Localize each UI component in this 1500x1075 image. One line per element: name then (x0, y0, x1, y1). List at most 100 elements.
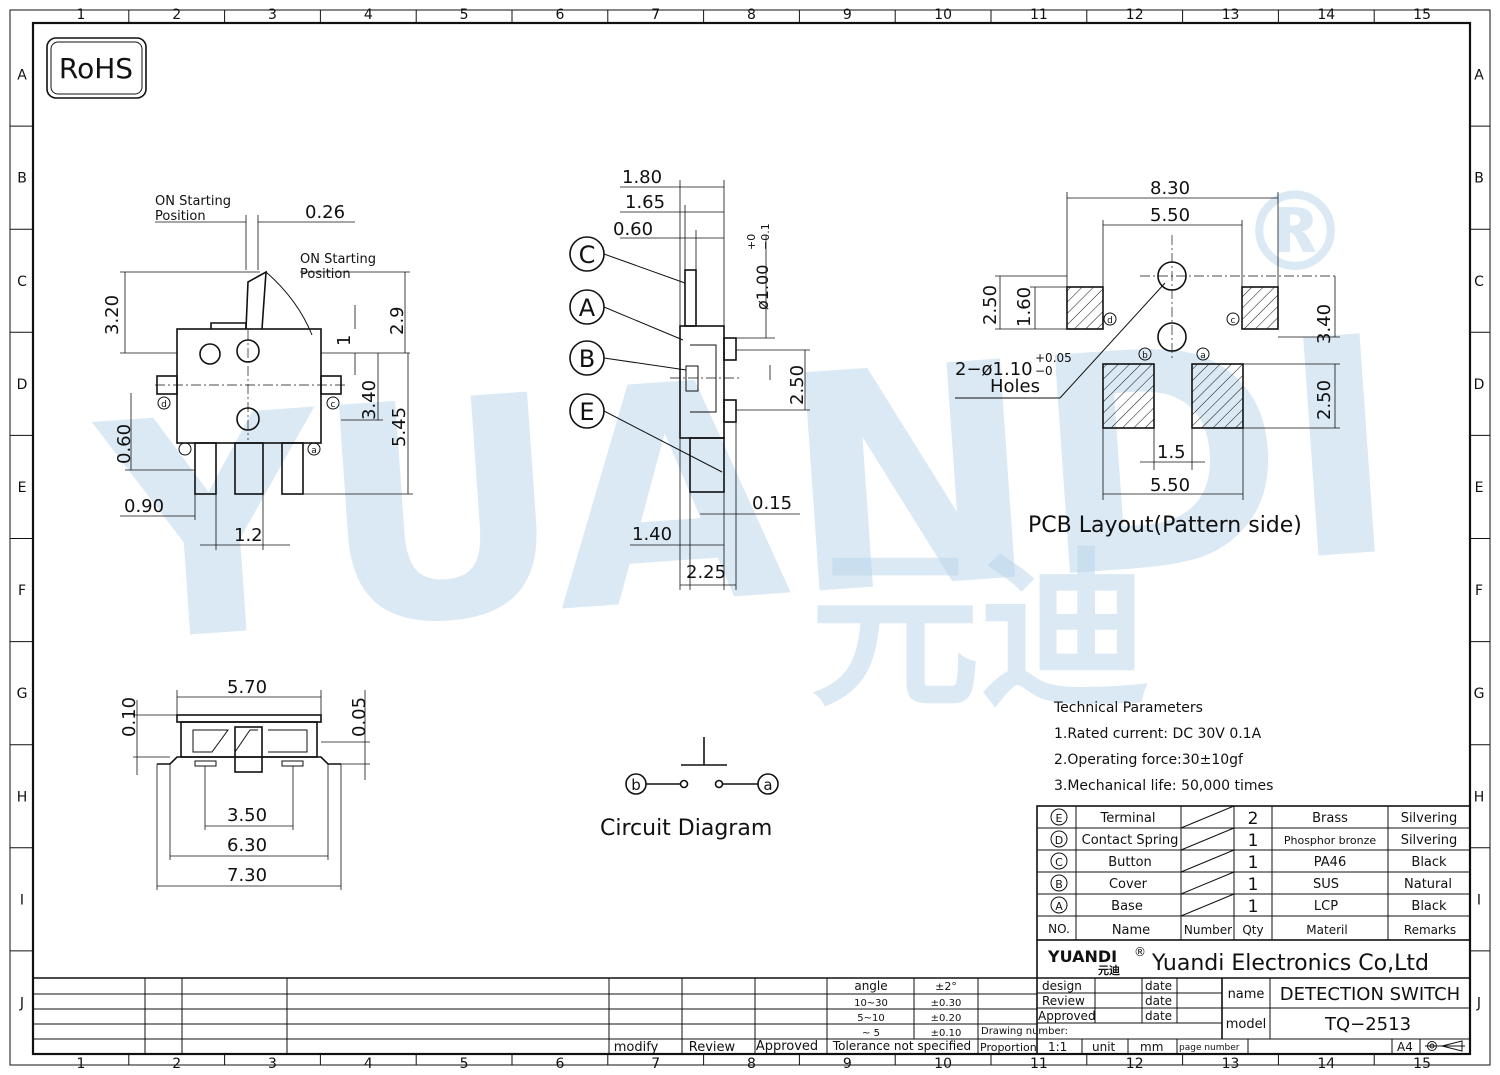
border-col-top: 15 (1413, 7, 1431, 23)
border-col-top: 2 (172, 7, 181, 23)
side-dim-090: 0.90 (124, 496, 164, 517)
unit-value: mm (1140, 1040, 1163, 1054)
bom-no: D (1055, 834, 1063, 847)
name-label: name (1228, 987, 1265, 1002)
rev-modify: modify (614, 1040, 659, 1055)
border-col-bottom: 12 (1126, 1056, 1144, 1072)
bom-name: Base (1111, 899, 1143, 914)
pcb-pad-b: b (1142, 351, 1148, 361)
bom-material: Brass (1312, 811, 1348, 826)
callout-a: A (579, 294, 596, 322)
pcb-hole-spec: 2−ø1.10 (955, 359, 1033, 380)
pcb-hole-tol-minus: −0 (1035, 364, 1053, 378)
bom-name: Contact Spring (1082, 833, 1179, 848)
pcb-layout: d c b a 8.30 5.50 2.50 1.60 3.40 2.50 (955, 178, 1340, 538)
border-row-left: H (17, 789, 28, 805)
border-col-bottom: 14 (1317, 1056, 1335, 1072)
end-dim-140: 1.40 (632, 524, 672, 545)
border-row-left: E (18, 480, 27, 496)
border-col-bottom: 4 (364, 1056, 373, 1072)
model-value: TQ−2513 (1324, 1014, 1411, 1035)
bom-table: E Terminal 2 Brass Silvering D Contact S… (1036, 805, 1471, 941)
bom-qty: 1 (1248, 853, 1259, 873)
bottom-dim-630: 6.30 (227, 835, 267, 856)
tol-range-1: 10~30 (854, 998, 888, 1009)
outer-frame (9, 9, 1491, 1066)
bom-remark: Natural (1404, 877, 1452, 892)
border-col-bottom: 13 (1222, 1056, 1240, 1072)
bom-qty: 2 (1248, 809, 1259, 829)
border-row-left: I (20, 892, 24, 908)
tolerance-label: Tolerance not specified (832, 1039, 971, 1053)
border-col-bottom: 5 (460, 1056, 469, 1072)
side-on-start-2b: Position (300, 267, 351, 282)
border-grid: 1122334455667788991010111112121313141415… (10, 7, 1490, 1072)
drawing-number-label: Drawing number: (981, 1026, 1068, 1037)
pcb-dim-830: 8.30 (1150, 178, 1190, 199)
company-logo-reg: ® (1134, 945, 1146, 959)
review-label: Review (1042, 994, 1085, 1008)
pcb-dim-250-left: 2.50 (980, 285, 1001, 325)
tol-value-1: ±0.30 (931, 998, 962, 1009)
projection-symbol-icon (1425, 1040, 1465, 1052)
end-dim-dia100: ø1.00 (753, 265, 772, 310)
callout-e: E (579, 398, 594, 426)
border-col-top: 13 (1222, 7, 1240, 23)
callout-b: B (579, 345, 595, 373)
circuit-diagram: b a Circuit Diagram (600, 737, 779, 841)
bottom-dim-350: 3.50 (227, 805, 267, 826)
side-dim-545: 5.45 (389, 407, 410, 447)
pcb-layout-title: PCB Layout(Pattern side) (1028, 513, 1302, 538)
border-col-bottom: 9 (843, 1056, 852, 1072)
bom-row-e: E Terminal 2 Brass Silvering (1050, 808, 1457, 829)
side-dim-340: 3.40 (359, 380, 380, 420)
border-row-right: I (1477, 892, 1481, 908)
bom-no: B (1055, 878, 1063, 891)
technical-parameters: Technical Parameters 1.Rated current: DC… (1053, 700, 1273, 794)
border-row-left: A (17, 68, 27, 84)
tech-line-1: 1.Rated current: DC 30V 0.1A (1054, 726, 1262, 742)
title-block: YUANDI 元迪 ® Yuandi Electronics Co,Ltd mo… (33, 940, 1470, 1055)
watermark-cn: 元迪 (810, 533, 1150, 731)
side-dim-12: 1.2 (234, 525, 263, 546)
rev-review: Review (689, 1040, 736, 1055)
bom-material: PA46 (1314, 855, 1346, 870)
border-col-top: 7 (651, 7, 660, 23)
tech-heading: Technical Parameters (1053, 700, 1203, 716)
bom-material: Phosphor bronze (1284, 834, 1377, 847)
bom-row-c: C Button 1 PA46 Black (1050, 852, 1447, 873)
border-col-top: 8 (747, 7, 756, 23)
date-label-3: date (1145, 1009, 1172, 1023)
watermark-reg: ® (1240, 168, 1350, 296)
border-row-right: H (1474, 789, 1485, 805)
proportion-label: Proportion (980, 1041, 1037, 1054)
end-dim-060: 0.60 (613, 219, 653, 240)
end-dim-180: 1.80 (622, 167, 662, 188)
bom-header-material: Materil (1306, 923, 1347, 937)
end-dim-250: 2.50 (787, 365, 808, 405)
border-col-bottom: 11 (1030, 1056, 1048, 1072)
side-dim-1: 1 (334, 335, 355, 346)
approved-label: Approved (1038, 1009, 1096, 1023)
circuit-terminal-a: a (763, 776, 772, 794)
side-dim-320: 3.20 (102, 295, 123, 335)
bottom-dim-730: 7.30 (227, 865, 267, 886)
bom-header-number: Number (1184, 923, 1232, 937)
border-col-bottom: 1 (76, 1056, 85, 1072)
pcb-dim-250-right: 2.50 (1314, 380, 1335, 420)
border-row-left: B (17, 171, 27, 187)
pcb-dim-340: 3.40 (1314, 304, 1335, 344)
unit-label: unit (1092, 1040, 1116, 1054)
bom-no: A (1055, 900, 1063, 913)
pcb-dim-15: 1.5 (1157, 442, 1186, 463)
end-dim-225: 2.25 (686, 562, 726, 583)
border-row-left: J (19, 995, 24, 1011)
side-pad-c: c (331, 400, 336, 410)
bom-header-qty: Qty (1242, 923, 1263, 937)
bottom-dim-005: 0.05 (349, 697, 370, 737)
company-name: Yuandi Electronics Co,Ltd (1151, 951, 1429, 976)
bom-row-d: D Contact Spring 1 Phosphor bronze Silve… (1050, 830, 1457, 851)
date-label-1: date (1145, 979, 1172, 993)
side-on-start-1a: ON Starting (155, 194, 231, 209)
